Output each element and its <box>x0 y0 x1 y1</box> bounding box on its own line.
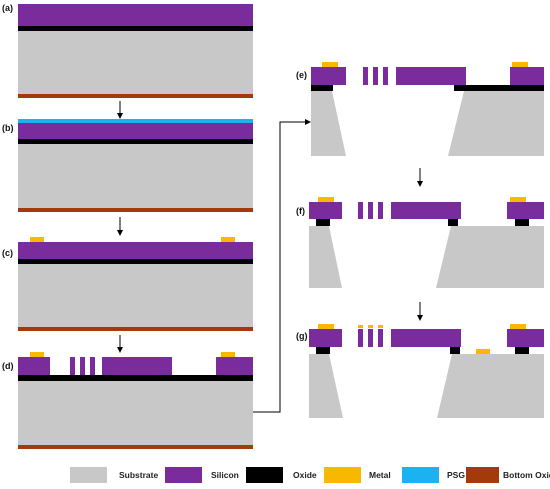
silicon-finger <box>368 329 373 347</box>
legend-label-bottom-oxide: Bottom Oxide <box>503 470 550 480</box>
panel-b: (b) <box>2 119 253 212</box>
legend-swatch-bottom-oxide <box>466 467 499 483</box>
legend-label-oxide: Oxide <box>293 470 317 480</box>
panel-f: (f) <box>296 197 544 288</box>
substrate-right <box>437 354 544 418</box>
oxide-layer <box>311 85 333 91</box>
silicon-anchor-left <box>309 202 342 219</box>
silicon-proof-mass <box>391 202 461 219</box>
substrate-right <box>436 226 544 288</box>
panel-label-g: (g) <box>296 331 308 341</box>
substrate-left <box>309 354 343 418</box>
legend-swatch-oxide <box>246 467 283 483</box>
oxide-anchor <box>316 347 330 354</box>
silicon-proof-mass <box>102 357 172 375</box>
silicon-finger <box>378 329 383 347</box>
bottom-oxide-layer <box>18 208 253 212</box>
substrate <box>18 381 253 445</box>
legend: Substrate Silicon Oxide Metal PSG Bottom… <box>70 467 550 483</box>
metal-finger-cap <box>358 325 363 328</box>
metal-pad <box>30 237 44 242</box>
panel-c: (c) <box>2 237 253 331</box>
panel-e: (e) <box>296 62 544 156</box>
panel-a: (a) <box>2 3 253 98</box>
oxide-layer <box>454 85 544 91</box>
substrate <box>18 31 253 94</box>
silicon-proof-mass <box>391 329 461 347</box>
legend-label-substrate: Substrate <box>119 470 158 480</box>
oxide-layer <box>18 259 253 264</box>
silicon-layer <box>18 242 253 259</box>
legend-swatch-psg <box>402 467 439 483</box>
silicon-finger <box>373 67 378 85</box>
psg-layer <box>18 119 253 123</box>
silicon-finger <box>383 67 388 85</box>
bottom-oxide-layer <box>18 327 253 331</box>
panel-label-f: (f) <box>296 206 305 216</box>
metal-pad <box>510 324 526 329</box>
panel-g: (g) <box>296 324 544 418</box>
silicon-finger <box>368 202 373 219</box>
oxide-anchor <box>448 219 458 226</box>
oxide-anchor <box>515 219 529 226</box>
legend-label-silicon: Silicon <box>211 470 239 480</box>
substrate-left <box>311 91 346 156</box>
panel-label-a: (a) <box>2 3 13 13</box>
silicon-layer <box>18 123 253 139</box>
silicon-finger <box>363 67 368 85</box>
oxide-layer <box>18 26 253 31</box>
silicon-finger <box>80 357 85 375</box>
legend-swatch-metal <box>324 467 361 483</box>
legend-swatch-substrate <box>70 467 107 483</box>
silicon-proof-mass <box>396 67 466 85</box>
substrate <box>18 144 253 208</box>
metal-pad <box>322 62 338 67</box>
metal-pad <box>30 352 44 357</box>
substrate-left <box>309 226 342 288</box>
silicon-anchor-left <box>309 329 342 347</box>
silicon-finger <box>358 329 363 347</box>
panel-label-d: (d) <box>2 361 14 371</box>
silicon-anchor-right <box>507 329 544 347</box>
silicon-finger <box>90 357 95 375</box>
substrate-right <box>448 91 544 156</box>
oxide-anchor <box>316 219 330 226</box>
silicon-finger <box>358 202 363 219</box>
metal-pad <box>512 62 528 67</box>
panel-label-b: (b) <box>2 123 14 133</box>
silicon-anchor-left <box>311 67 346 85</box>
silicon-layer <box>18 4 253 26</box>
silicon-anchor-right <box>507 202 544 219</box>
silicon-anchor-right <box>510 67 544 85</box>
metal-finger-cap <box>378 325 383 328</box>
legend-swatch-silicon <box>165 467 202 483</box>
metal-finger-cap <box>368 325 373 328</box>
metal-pad <box>221 352 235 357</box>
silicon-finger <box>70 357 75 375</box>
legend-label-metal: Metal <box>369 470 391 480</box>
panel-label-c: (c) <box>2 248 13 258</box>
silicon-anchor-right <box>216 357 253 375</box>
metal-electrode <box>476 349 490 354</box>
metal-pad <box>510 197 526 202</box>
bottom-oxide-layer <box>18 94 253 98</box>
oxide-layer <box>18 139 253 144</box>
metal-pad <box>318 324 334 329</box>
bottom-oxide-layer <box>18 445 253 449</box>
metal-pad <box>318 197 334 202</box>
oxide-layer <box>18 375 253 381</box>
silicon-finger <box>378 202 383 219</box>
substrate <box>18 264 253 327</box>
panel-label-e: (e) <box>296 70 307 80</box>
legend-label-psg: PSG <box>447 470 465 480</box>
oxide-anchor <box>450 347 460 354</box>
metal-pad <box>221 237 235 242</box>
silicon-anchor-left <box>18 357 50 375</box>
panel-d: (d) <box>2 352 253 449</box>
arrow-d-e <box>253 119 311 413</box>
oxide-anchor <box>515 347 529 354</box>
